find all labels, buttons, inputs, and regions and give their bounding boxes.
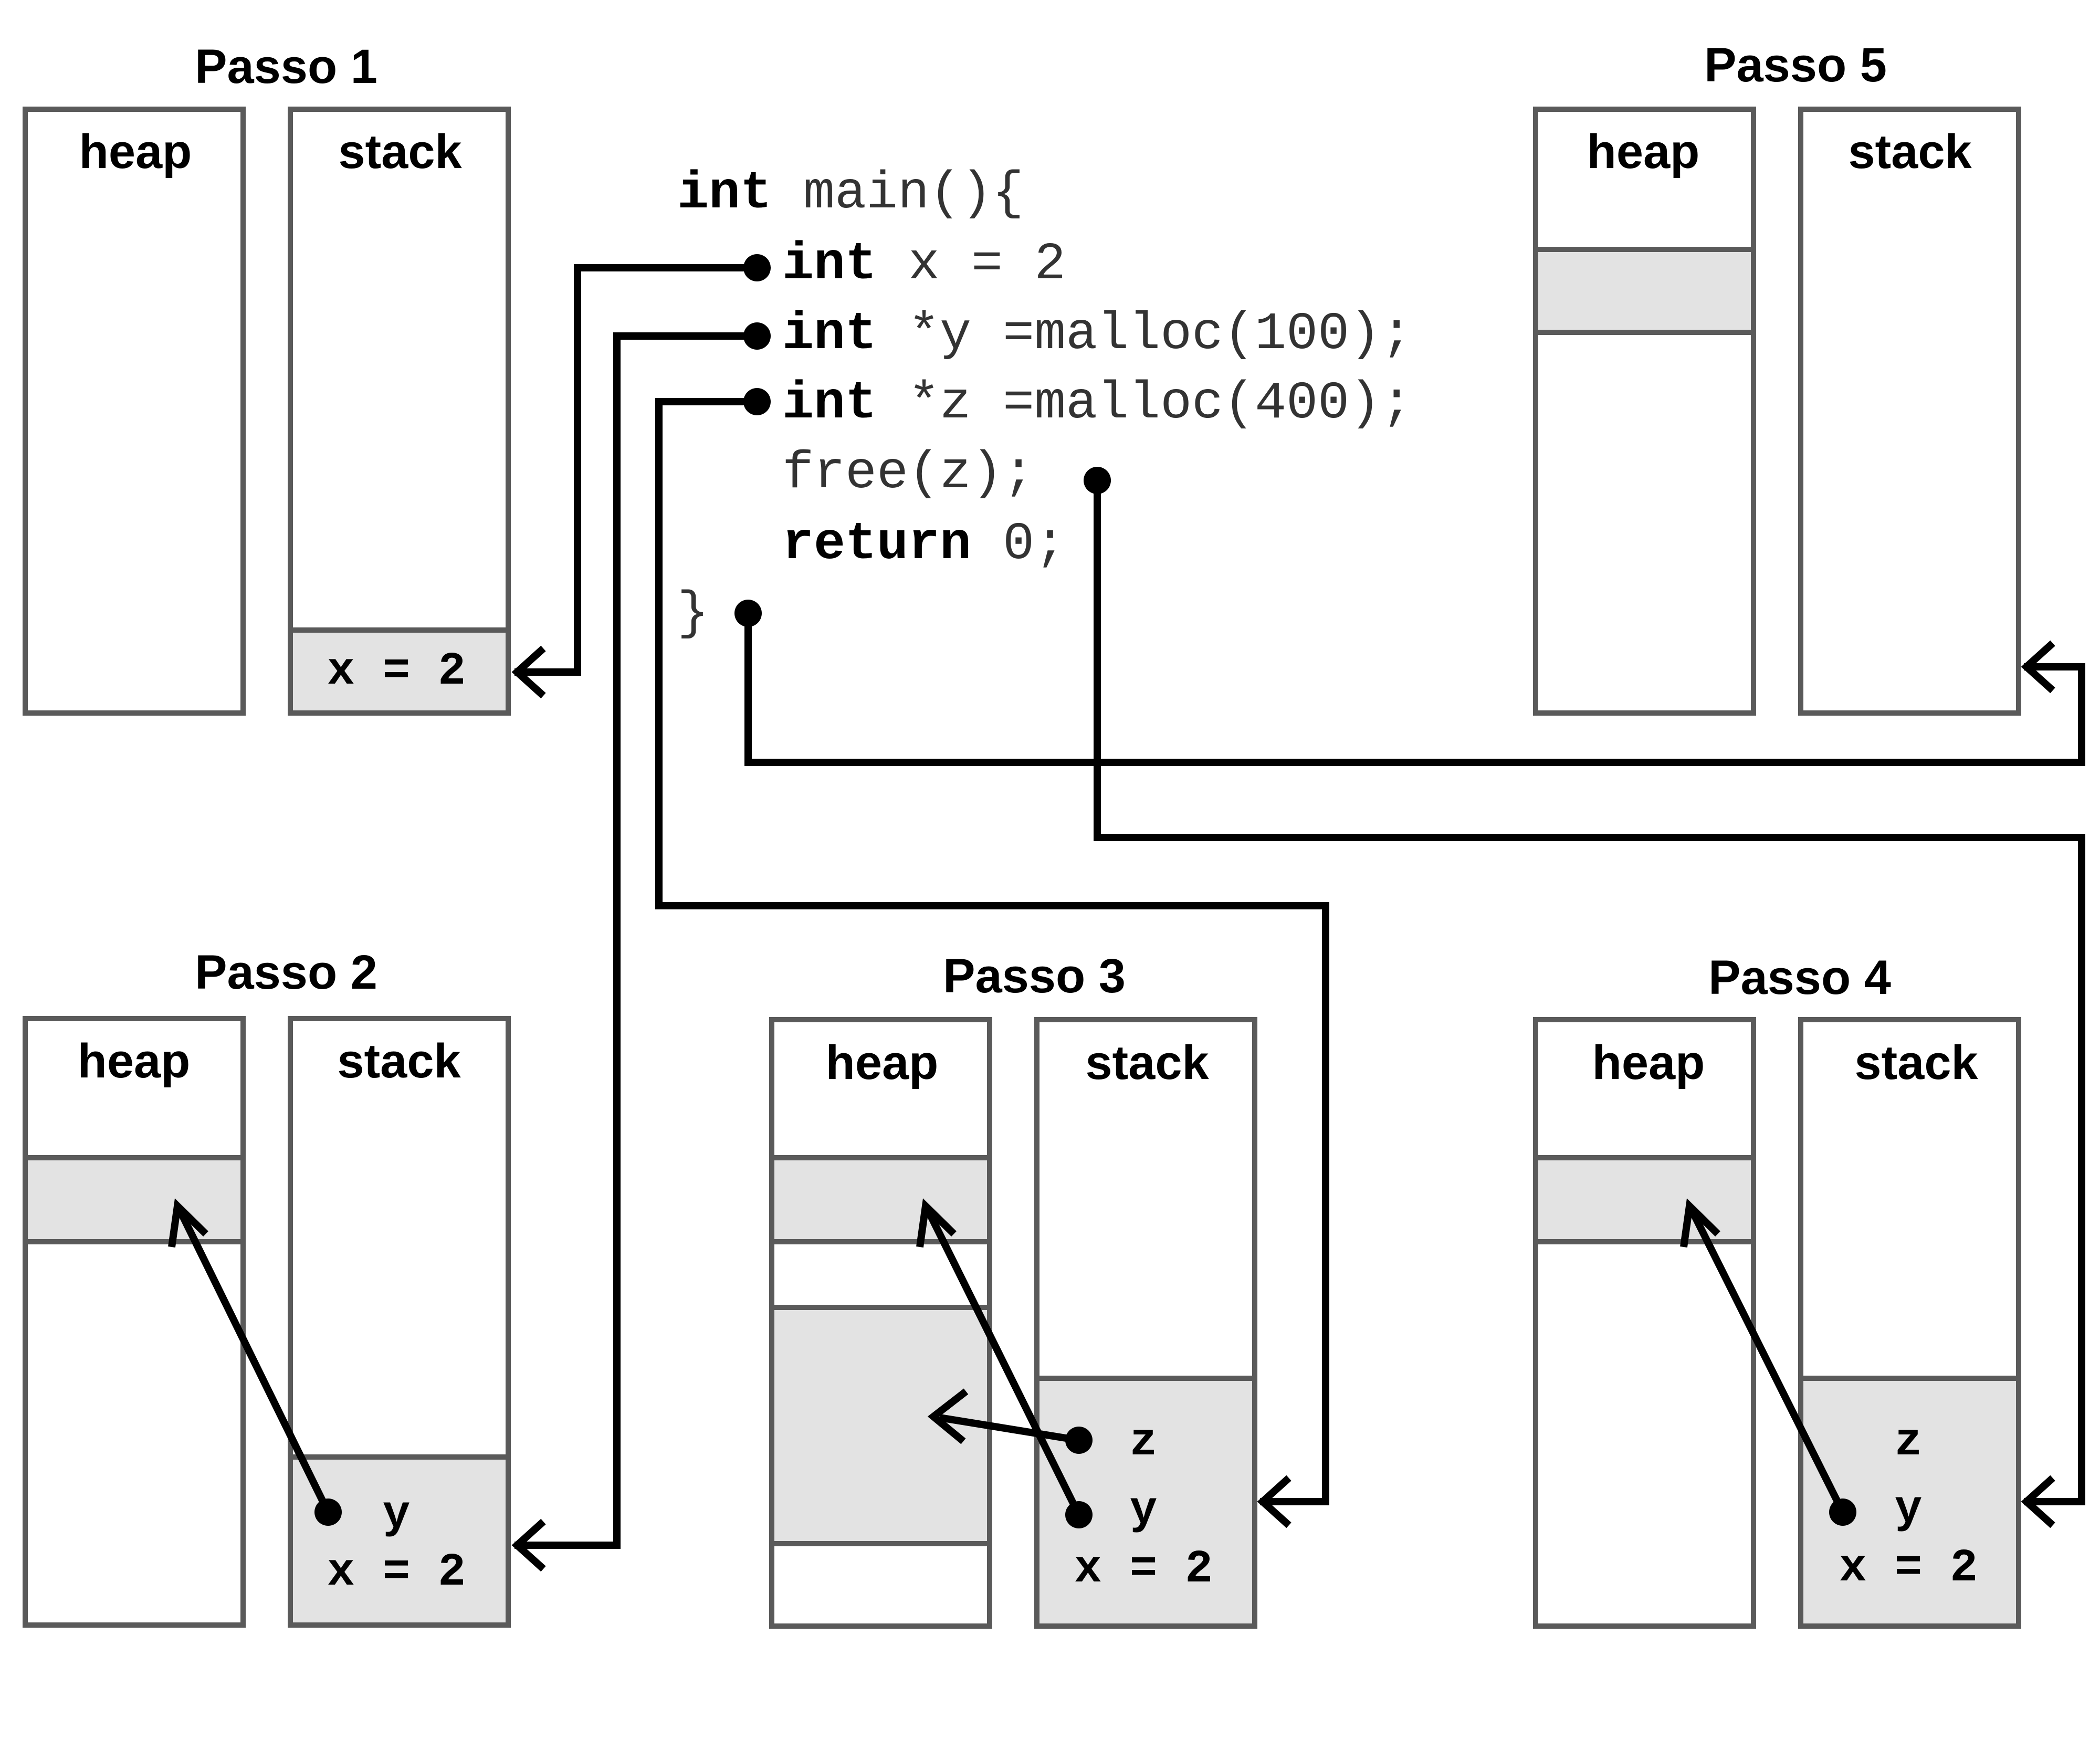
step-4-pointer-y	[1680, 1198, 1856, 1526]
step-1: Passo 1 heap stack x = 2	[23, 40, 511, 716]
step-1-stack-column	[288, 107, 511, 716]
step-5: Passo 5 heap stack	[1533, 38, 2021, 716]
step-2-heap-column	[23, 1016, 246, 1628]
step-3-var-y: y	[1130, 1485, 1158, 1537]
step-3-title: Passo 3	[943, 949, 1126, 1003]
code-line-x: int x = 2	[782, 235, 1066, 295]
step-3-heap-label: heap	[826, 1036, 939, 1089]
step-2: Passo 2 heap stack y x = 2	[23, 946, 511, 1628]
step-3: Passo 3 heap stack z y x = 2	[769, 949, 1257, 1629]
step-4-var-z: z	[1895, 1417, 1923, 1469]
step-5-title: Passo 5	[1704, 38, 1887, 92]
step-1-var-x: x = 2	[327, 646, 466, 698]
step-2-heap-label: heap	[78, 1034, 191, 1088]
step-3-stack-label: stack	[1085, 1036, 1209, 1089]
step-3-heap-block-z	[769, 1305, 992, 1546]
step-5-stack-label: stack	[1848, 125, 1972, 179]
code-keyword: int	[677, 164, 772, 224]
step-4-var-y: y	[1895, 1484, 1923, 1536]
code-line-y: int *y =malloc(100);	[782, 305, 1412, 364]
code-line-close: }	[677, 584, 709, 644]
step-3-pointer-y	[916, 1198, 1093, 1528]
step-1-stack-frame	[288, 627, 511, 716]
step-2-var-x: x = 2	[327, 1547, 466, 1599]
code-listing: int main(){ int x = 2 int *y =malloc(100…	[677, 164, 1412, 644]
step-2-heap-block-y	[23, 1155, 246, 1244]
step-3-var-x: x = 2	[1074, 1544, 1213, 1596]
step-1-stack-label: stack	[338, 125, 462, 179]
code-line-z: int *z =malloc(400);	[782, 374, 1412, 434]
step-2-stack-label: stack	[337, 1034, 461, 1088]
step-2-stack-frame	[288, 1454, 511, 1628]
step-4-title: Passo 4	[1708, 951, 1891, 1004]
step-5-stack-column	[1798, 107, 2021, 716]
step-4-var-x: x = 2	[1839, 1543, 1978, 1595]
step-2-pointer-y	[168, 1198, 342, 1526]
connector-step-5	[734, 600, 2085, 766]
connector-step-2	[511, 322, 771, 1572]
step-3-heap-block-y	[769, 1155, 992, 1244]
step-2-var-y: y	[383, 1489, 411, 1541]
step-5-heap-label: heap	[1587, 125, 1700, 179]
step-1-heap-label: heap	[79, 125, 192, 179]
connector-step-3	[655, 388, 1329, 1528]
step-2-title: Passo 2	[195, 946, 377, 999]
step-4-heap-label: heap	[1592, 1036, 1705, 1089]
code-line-free: free(z);	[782, 444, 1034, 504]
step-5-heap-column	[1533, 107, 1756, 716]
step-4-heap-block-y	[1533, 1155, 1756, 1244]
connector-step-1	[511, 254, 771, 699]
step-4-stack-label: stack	[1854, 1036, 1978, 1089]
code-line-return: return 0;	[782, 515, 1066, 574]
connector-step-4	[1084, 467, 2085, 1528]
step-1-title: Passo 1	[195, 40, 377, 93]
step-1-heap-column	[23, 107, 246, 716]
step-3-pointer-z	[927, 1388, 1093, 1454]
code-line-main: int main(){	[677, 164, 1024, 224]
step-3-var-z: z	[1130, 1417, 1158, 1469]
step-5-heap-block	[1533, 247, 1756, 335]
step-4: Passo 4 heap stack z y x = 2	[1533, 951, 2021, 1629]
step-4-heap-column	[1533, 1017, 1756, 1629]
